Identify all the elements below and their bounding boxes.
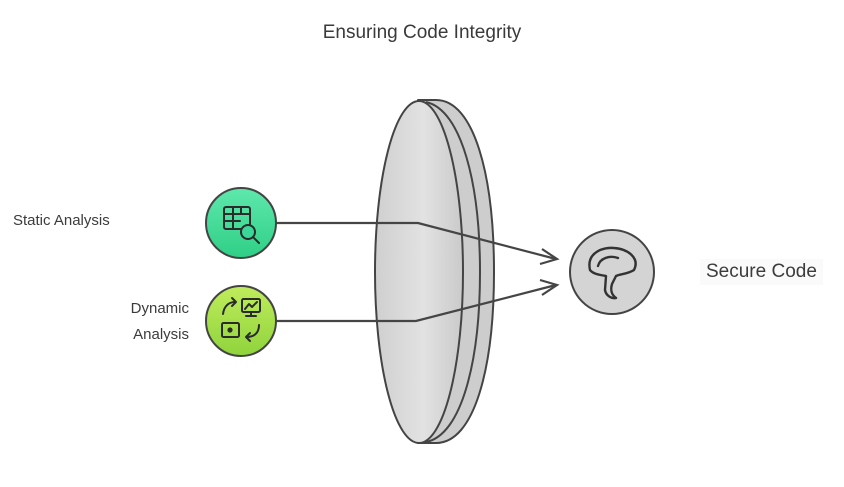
static-analysis-node: [205, 187, 277, 259]
secure-code-node: [569, 229, 655, 315]
table-search-icon: [223, 206, 260, 244]
lens-front: [374, 100, 464, 444]
mushroom-icon: [588, 246, 637, 300]
monitor-process-icon: [221, 297, 261, 342]
static-arrowhead: [539, 248, 560, 266]
dynamic-analysis-label: Dynamic Analysis: [100, 296, 189, 348]
lens-rim-curve: [425, 101, 482, 443]
dynamic-analysis-label-line-1: Dynamic: [130, 300, 189, 317]
dynamic-connector: [276, 283, 557, 323]
connectors: [276, 221, 560, 323]
static-analysis-label: Static Analysis: [13, 212, 110, 229]
secure-code-label: Secure Code: [700, 259, 823, 285]
dynamic-arrowhead: [539, 278, 560, 296]
dynamic-analysis-node: [205, 285, 277, 357]
lens-filter: [374, 99, 495, 444]
diagram-title: Ensuring Code Integrity: [322, 22, 522, 43]
static-connector: [276, 221, 557, 261]
dynamic-analysis-label-line-2: Analysis: [133, 326, 189, 343]
